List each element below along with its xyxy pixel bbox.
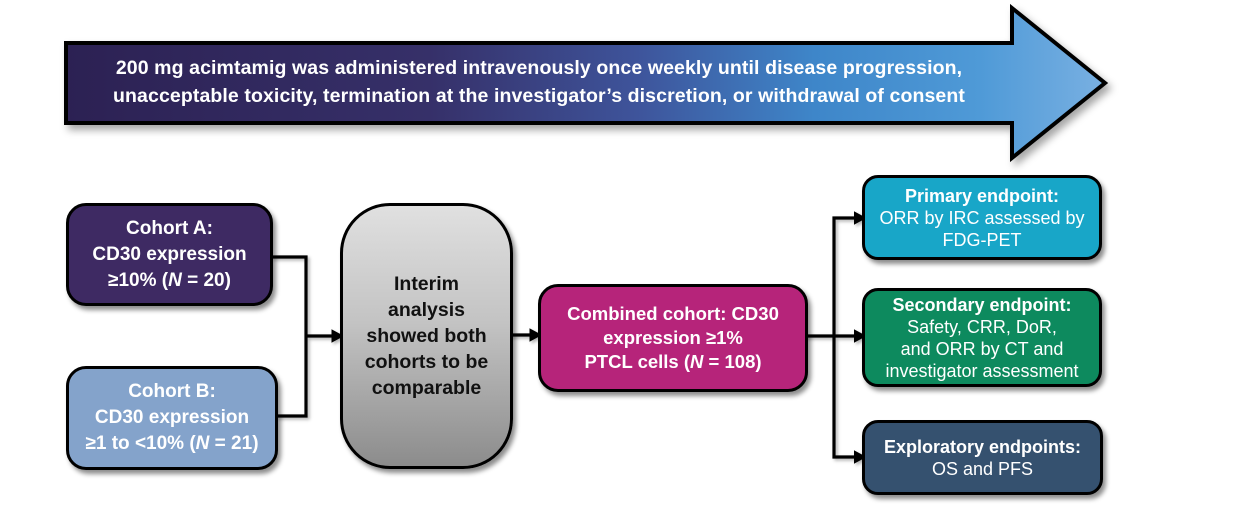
interim-line2: analysis bbox=[388, 299, 465, 321]
interim-line1: Interim bbox=[393, 273, 459, 295]
secondary-endpoint-line1: Safety, CRR, DoR, bbox=[907, 316, 1057, 337]
cohort-a-title: Cohort A: bbox=[126, 217, 213, 239]
banner-text: 200 mg acimtamig was administered intrav… bbox=[66, 55, 1012, 110]
cohort-a-line2: CD30 expression bbox=[92, 243, 247, 265]
arrowhead-into-primary-icon bbox=[854, 211, 867, 225]
cohort-a-box: Cohort A: CD30 expression ≥10% (N = 20) bbox=[66, 203, 273, 306]
interim-line5: comparable bbox=[371, 377, 482, 399]
secondary-endpoint-line3: investigator assessment bbox=[885, 360, 1079, 381]
cohort-b-n: N bbox=[195, 433, 210, 454]
interim-line4: cohorts to be bbox=[364, 351, 489, 373]
arrowhead-into-secondary-icon bbox=[854, 329, 867, 343]
primary-endpoint-title: Primary endpoint: bbox=[904, 185, 1060, 206]
interim-line3: showed both bbox=[366, 325, 487, 347]
right-arrow-shape bbox=[64, 3, 1109, 163]
cohort-merge-connector bbox=[271, 255, 336, 418]
exploratory-endpoints-line1: OS and PFS bbox=[931, 458, 1034, 479]
cohort-b-line3: ≥1 to <10% (N = 21) bbox=[85, 433, 259, 454]
combined-line1: Combined cohort: CD30 bbox=[567, 303, 779, 324]
arrowhead-into-exploratory-icon bbox=[854, 450, 867, 464]
cohort-a-n: N bbox=[168, 269, 182, 291]
banner-arrow bbox=[64, 3, 1109, 163]
combined-line3: PTCL cells (N = 108) bbox=[584, 351, 762, 372]
secondary-endpoint-title: Secondary endpoint: bbox=[892, 294, 1072, 315]
primary-endpoint-line2: FDG-PET bbox=[942, 229, 1022, 250]
secondary-endpoint-line2: and ORR by CT and bbox=[900, 338, 1064, 359]
primary-endpoint-line1: ORR by IRC assessed by bbox=[879, 207, 1085, 228]
combined-n: N bbox=[690, 351, 704, 372]
banner-line1: 200 mg acimtamig was administered intrav… bbox=[115, 57, 963, 79]
cohort-b-title: Cohort B: bbox=[128, 381, 216, 402]
combined-cohort-box: Combined cohort: CD30 expression ≥1% PTC… bbox=[538, 284, 808, 392]
primary-endpoint-box: Primary endpoint: ORR by IRC assessed by… bbox=[862, 175, 1102, 260]
exploratory-endpoints-box: Exploratory endpoints: OS and PFS bbox=[862, 420, 1103, 495]
banner-line2: unacceptable toxicity, termination at th… bbox=[113, 84, 965, 107]
combined-branch-connector bbox=[804, 216, 858, 459]
secondary-endpoint-box: Secondary endpoint: Safety, CRR, DoR, an… bbox=[862, 288, 1102, 387]
arrowhead-into-interim-icon bbox=[331, 329, 344, 343]
cohort-a-line3: ≥10% (N = 20) bbox=[108, 269, 231, 291]
cohort-b-line2: CD30 expression bbox=[94, 407, 250, 428]
combined-line2: expression ≥1% bbox=[603, 327, 743, 348]
interim-analysis-box: Interim analysis showed both cohorts to … bbox=[340, 203, 513, 469]
exploratory-endpoints-title: Exploratory endpoints: bbox=[883, 436, 1081, 457]
arrowhead-into-combined-icon bbox=[529, 328, 542, 342]
cohort-b-box: Cohort B: CD30 expression ≥1 to <10% (N … bbox=[66, 366, 278, 470]
